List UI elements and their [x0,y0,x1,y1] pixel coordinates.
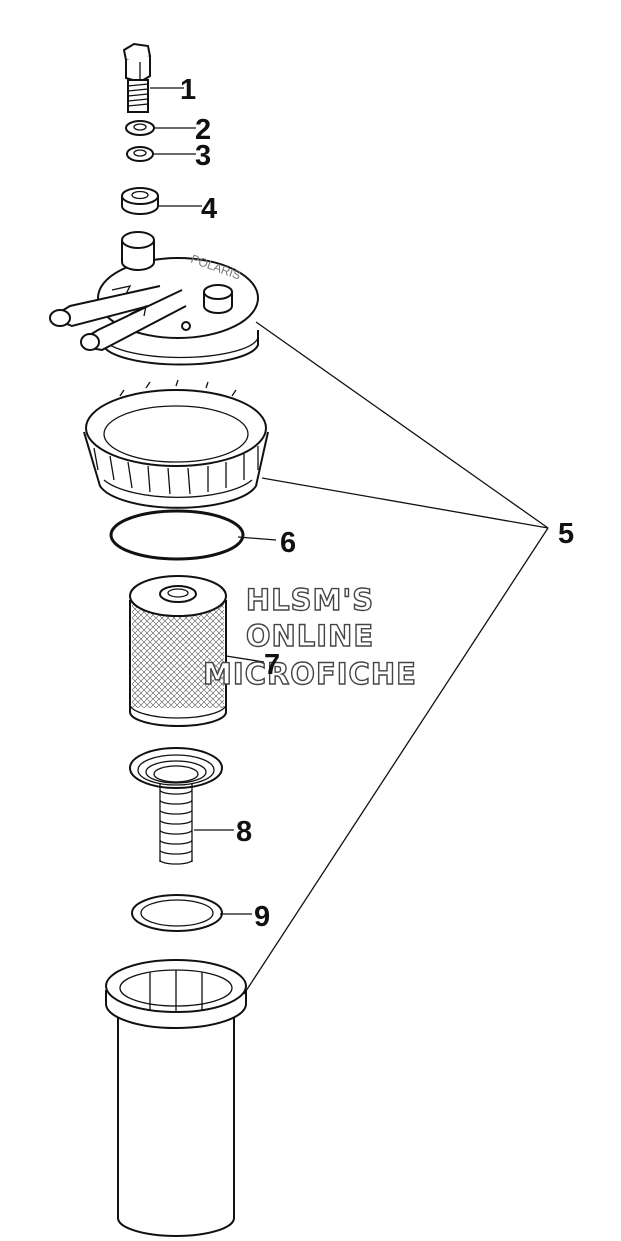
part-filter-bowl [105,959,247,1237]
part-washer [125,120,155,136]
callout-9: 9 [254,901,270,933]
part-retaining-ring [83,379,269,509]
part-filter-head: POLARIS [49,231,259,366]
part-lock-washer [126,146,154,162]
callout-labels: 1 2 3 4 5 6 7 8 9 [180,74,574,933]
watermark-line-3: MICROFICHE [203,657,417,691]
watermark-line-1: HLSM'S [246,583,374,617]
part-spacer [121,187,159,215]
callout-3: 3 [195,140,211,172]
leader-lines [150,87,549,995]
part-filter-element [129,575,227,727]
callout-4: 4 [201,193,217,225]
watermark: HLSM'S ONLINE MICROFICHE [202,582,417,691]
part-o-ring [109,509,245,561]
part-cone-spring [129,747,223,865]
part-gasket [131,894,223,932]
callout-2: 2 [195,114,211,146]
callout-5: 5 [558,518,574,550]
watermark-line-2: ONLINE [246,619,374,653]
callout-6: 6 [280,527,296,559]
callout-1: 1 [180,74,196,106]
callout-7: 7 [264,649,280,681]
part-bolt [122,42,152,113]
callout-8: 8 [236,816,252,848]
